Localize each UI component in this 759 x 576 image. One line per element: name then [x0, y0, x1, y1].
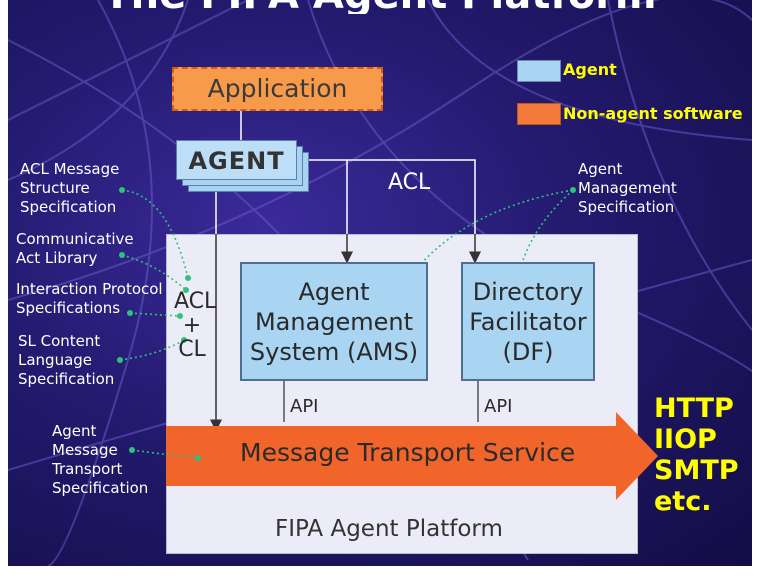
note-ip-1: Interaction Protocol	[16, 280, 163, 298]
note-acl-message-2: Structure	[20, 179, 90, 197]
ams-line2: Management	[254, 308, 414, 336]
protocol-iiop: IIOP	[654, 424, 717, 455]
application-box: Application	[172, 67, 383, 111]
df-line3: (DF)	[502, 338, 554, 366]
title-clip: The FIPA Agent Platform	[8, 0, 752, 14]
note-agent-management: Agent Management Specification	[578, 160, 677, 217]
transport-spec-connector	[131, 449, 199, 459]
note-am-1: Agent	[578, 160, 623, 178]
protocol-smtp: SMTP	[654, 455, 739, 486]
note-sl-content: SL Content Language Specification	[18, 332, 114, 389]
ams-line3: System (AMS)	[249, 338, 419, 366]
ams-spec-connector	[405, 189, 574, 283]
ams-box: Agent Management System (AMS)	[240, 262, 428, 381]
comm-act-connector	[121, 254, 187, 291]
acl-cl-label: ACL + CL	[174, 289, 217, 362]
ams-api-label: API	[290, 396, 319, 417]
note-interaction-protocol: Interaction Protocol Specifications	[16, 280, 163, 318]
legend-nonagent-swatch	[517, 103, 561, 125]
agent-box: AGENT	[176, 140, 297, 180]
sl-content-connector	[119, 339, 185, 361]
agent-label: AGENT	[188, 147, 285, 175]
mts-label: Message Transport Service	[240, 438, 576, 467]
platform-label: FIPA Agent Platform	[275, 516, 503, 542]
df-line2: Facilitator	[469, 308, 587, 336]
note-amt-3: Transport	[52, 460, 123, 478]
protocol-http: HTTP	[654, 393, 734, 424]
note-amt-4: Specification	[52, 479, 149, 497]
protocol-etc: etc.	[654, 486, 712, 517]
acl-message-connector	[121, 189, 189, 279]
note-am-3: Specification	[578, 198, 675, 216]
note-agent-message-transport: Agent Message Transport Specification	[52, 422, 148, 498]
ams-line1: Agent	[298, 278, 370, 306]
df-line1: Directory	[472, 278, 584, 306]
note-amt-2: Message	[52, 441, 118, 459]
note-sl-3: Specification	[18, 370, 115, 388]
acl-label: ACL	[388, 170, 431, 195]
application-label: Application	[207, 74, 348, 103]
legend-agent-swatch	[517, 60, 561, 82]
legend-nonagent-label: Non-agent software	[563, 104, 743, 123]
note-acl-message-1: ACL Message	[20, 160, 120, 178]
note-comm-act-2: Act Library	[16, 249, 98, 267]
agent-df-line	[297, 159, 476, 234]
note-sl-1: SL Content	[18, 332, 101, 350]
note-amt-1: Agent	[52, 422, 97, 440]
note-acl-message-3: Specification	[20, 198, 117, 216]
slide-title: The FIPA Agent Platform	[8, 0, 752, 14]
note-am-2: Management	[578, 179, 677, 197]
acl-cl-line2: +	[182, 313, 202, 338]
interaction-protocol-connector	[129, 312, 181, 317]
note-acl-message: ACL Message Structure Specification	[20, 160, 119, 217]
legend-agent-label: Agent	[563, 60, 617, 79]
df-box: Directory Facilitator (DF)	[461, 262, 595, 381]
mts-arrow	[166, 412, 658, 500]
slide: The FIPA Agent Platform Agent Non-agent …	[8, 0, 752, 566]
acl-cl-line1: ACL	[174, 289, 217, 314]
protocol-list: HTTP IIOP SMTP etc.	[654, 393, 739, 517]
note-comm-act-1: Communicative	[16, 230, 134, 248]
note-communicative-act: Communicative Act Library	[16, 230, 134, 268]
note-sl-2: Language	[18, 351, 93, 369]
acl-cl-line3: CL	[178, 337, 206, 362]
note-ip-2: Specifications	[16, 299, 121, 317]
df-api-label: API	[484, 396, 513, 417]
